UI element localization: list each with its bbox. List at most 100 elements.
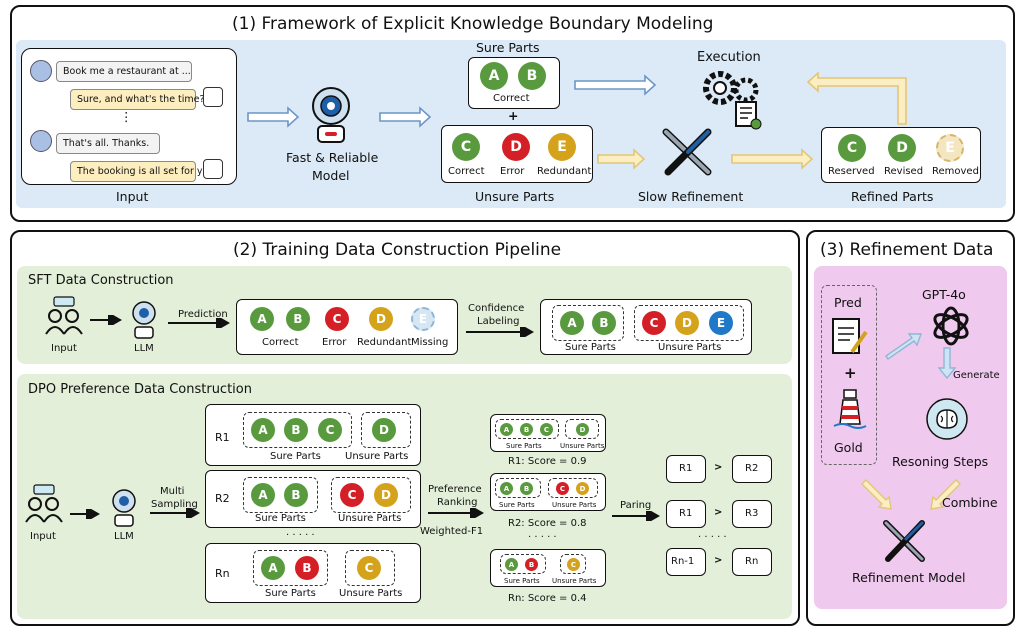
sure-parts-label: Sure Parts [506, 442, 542, 450]
letter-a: A [500, 482, 513, 495]
pipeline-title: (2) Training Data Construction Pipeline [233, 240, 562, 260]
pair-left-label: R1 [679, 463, 693, 474]
letter-c: C [340, 483, 364, 507]
unsure-parts-label: Unsure Parts [552, 501, 597, 509]
letter-a: A [560, 311, 584, 335]
labeling-label: Labeling [477, 316, 520, 327]
dpo-llm-label: LLM [114, 531, 134, 542]
dots: · · · · · [528, 532, 557, 543]
gpt-label: GPT-4o [922, 287, 966, 302]
sure-parts-label: Sure Parts [499, 501, 535, 509]
greater-than: > [714, 507, 723, 518]
letter-b: B [295, 556, 319, 580]
multi-label: Multi [160, 486, 185, 497]
correct-label: Correct [448, 166, 485, 177]
sampling-arrow [150, 508, 200, 518]
letter-a: A [261, 556, 285, 580]
letter-e: E [548, 133, 576, 161]
slow-refinement-label: Slow Refinement [638, 189, 744, 204]
unsure-parts-label: Unsure Parts [658, 342, 722, 353]
rn-label: Rn [215, 567, 230, 580]
sure-parts-label: Sure Parts [255, 513, 306, 524]
letter-d: D [369, 307, 393, 331]
sure-parts-label: Sure Parts [504, 577, 540, 585]
letter-d: D [502, 133, 530, 161]
brain-icon [926, 398, 968, 440]
unsure-parts-label: Unsure Parts [475, 189, 555, 204]
unsure-parts-group [345, 550, 395, 586]
letter-e: E [709, 311, 733, 335]
letter-c: C [567, 558, 580, 571]
chat-bubble-bot-1: Sure, and what's the time? [70, 89, 205, 110]
chat-bubble-user-1: Book me a restaurant at ... [56, 61, 192, 82]
sure-parts-group [500, 554, 546, 574]
correct-label: Correct [262, 337, 299, 348]
people-icon [25, 484, 63, 523]
lighthouse-icon [833, 389, 867, 429]
refinement-title: (3) Refinement Data [820, 240, 994, 260]
pair-right-box [732, 548, 772, 576]
robot-avatar-icon [203, 159, 223, 179]
sure-parts-group [495, 419, 559, 439]
letter-b: B [284, 418, 308, 442]
user-avatar-icon [30, 130, 52, 152]
dots: · · · · · [286, 530, 315, 541]
letter-b: B [592, 311, 616, 335]
tools-icon [883, 520, 925, 562]
letter-c: C [838, 134, 866, 162]
flow-arrows [247, 71, 907, 170]
letter-c: C [318, 418, 342, 442]
letter-c: C [556, 482, 569, 495]
letter-c: C [452, 133, 480, 161]
unsure-parts-label: Unsure Parts [345, 451, 409, 462]
pair-right-box [732, 455, 772, 483]
sft-title: SFT Data Construction [28, 273, 174, 288]
pair-left-label: R1 [679, 508, 693, 519]
letter-b: B [284, 483, 308, 507]
sure-parts-group [243, 477, 318, 513]
letter-a: A [480, 62, 508, 90]
unsure-parts-group [565, 419, 599, 439]
error-label: Error [500, 166, 525, 177]
pair-right-label: R2 [745, 463, 759, 474]
pair-left-box [666, 500, 706, 528]
plus-sign: + [844, 364, 857, 382]
refinement-model-label: Refinement Model [852, 570, 966, 585]
letter-a: A [505, 558, 518, 571]
confidence-label: Confidence [468, 303, 525, 314]
model-label: Fast & Reliable [286, 150, 379, 165]
refined-parts-label: Refined Parts [851, 189, 934, 204]
llm-icon [132, 301, 156, 339]
ranking-arrow [428, 508, 484, 518]
user-avatar-icon [30, 60, 52, 82]
sure-parts-group [253, 550, 328, 586]
people-icon [45, 296, 83, 335]
robot-avatar-icon [203, 87, 223, 107]
sure-parts-label: Sure Parts [270, 451, 321, 462]
input-label: Input [116, 189, 149, 204]
letter-d: D [372, 418, 396, 442]
sure-parts-group [552, 305, 624, 341]
pair-right-label: R3 [745, 508, 759, 519]
letter-a: A [251, 483, 275, 507]
unsure-parts-group [548, 478, 598, 498]
letter-b: B [525, 558, 538, 571]
paring-label: Paring [620, 500, 652, 511]
pair-right-label: Rn [745, 556, 759, 567]
dpo-arrow [70, 509, 100, 519]
letter-a: A [250, 307, 274, 331]
unsure-parts-group [361, 412, 411, 448]
letter-a: A [251, 418, 275, 442]
pair-left-box [666, 455, 706, 483]
reserved-label: Reserved [828, 166, 875, 177]
dots: · · · · · [698, 532, 727, 543]
combine-label: Combine [942, 495, 998, 510]
missing-label: Missing [411, 337, 449, 348]
sft-input-label: Input [51, 343, 77, 354]
pair-left-label: Rn-1 [671, 556, 695, 567]
unsure-parts-label: Unsure Parts [552, 577, 597, 585]
r1-score: R1: Score = 0.9 [508, 456, 587, 467]
r2-score: R2: Score = 0.8 [508, 518, 587, 529]
paring-arrow [612, 511, 660, 521]
chat-bubble-user-2: That's all. Thanks. [56, 133, 160, 154]
